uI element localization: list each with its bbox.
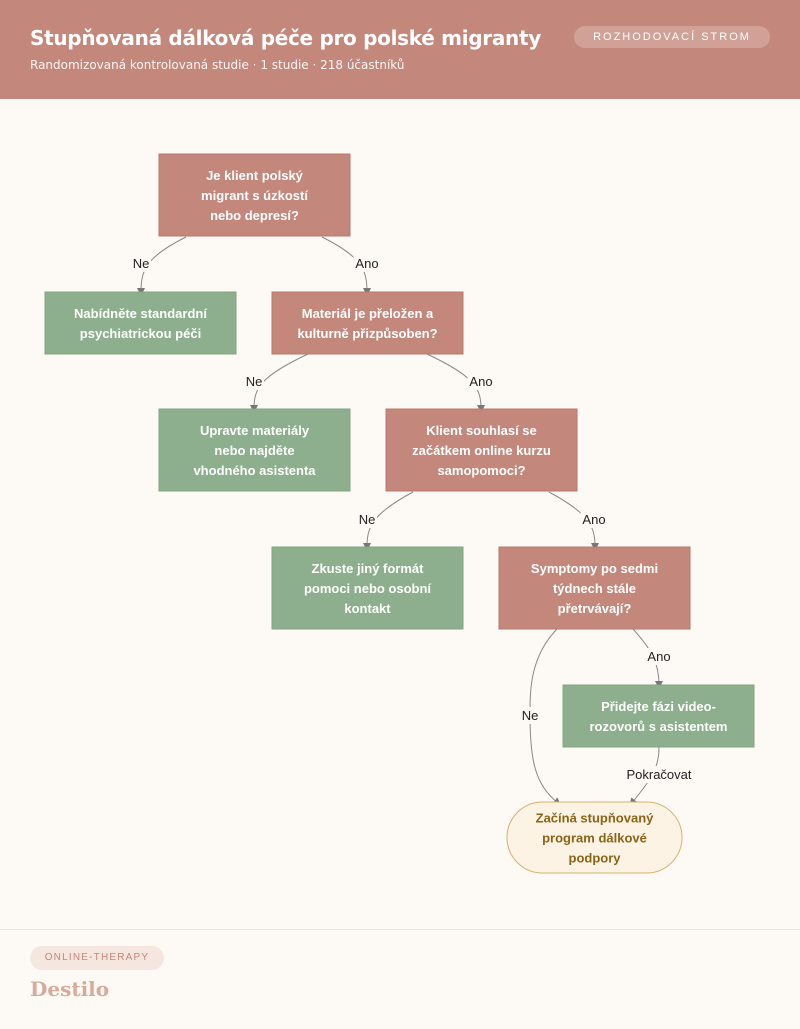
node-shape xyxy=(498,546,691,630)
decision-node-q2: Materiál je přeložen a kulturně přizpůsob… xyxy=(271,291,464,355)
edge-label-background xyxy=(131,255,151,272)
edge-label: Pokračovat xyxy=(626,767,691,782)
node-label-line: vhodného asistenta xyxy=(193,463,316,478)
action-node-a4: Přidejte fázi video-rozovorů s asistente… xyxy=(562,684,755,748)
edge-label-background xyxy=(244,373,264,390)
edge-label: Ano xyxy=(647,649,670,664)
node-label-line: migrant s úzkostí xyxy=(201,188,308,203)
node-label-line: Symptomy po sedmi xyxy=(531,561,658,576)
node-label-line: kulturně přizpůsoben? xyxy=(297,326,437,341)
terminal-node-t1: Začíná stupňovaný program dálkové podpory xyxy=(506,801,683,874)
footer-divider xyxy=(0,929,800,930)
page-title: Stupňovaná dálková péče pro polské migra… xyxy=(30,26,541,50)
node-shape xyxy=(271,291,464,355)
action-node-a2: Upravte materiály nebo najděte vhodného as… xyxy=(158,408,351,492)
node-shape xyxy=(562,684,755,748)
node-label-line: začátkem online kurzu xyxy=(412,443,551,458)
brand-logo: Destilo xyxy=(30,977,110,1001)
nodes-layer: Je klient polský migrant s úzkostí nebo de… xyxy=(44,153,755,874)
edge-label: Ne xyxy=(359,512,376,527)
header: Stupňovaná dálková péče pro polské migra… xyxy=(0,0,800,99)
node-shape xyxy=(158,408,351,492)
node-label-line: pomoci nebo osobní xyxy=(304,581,431,596)
edge-label: Ne xyxy=(246,374,263,389)
edge-label: Ne xyxy=(133,256,150,271)
edge-label-background xyxy=(645,648,673,665)
node-label-line: samopomoci? xyxy=(437,463,525,478)
edge-label: Ano xyxy=(582,512,605,527)
edge-label-background xyxy=(580,511,608,528)
decision-node-q4: Symptomy po sedmi týdnech stále přetrvávaj… xyxy=(498,546,691,630)
node-label-line: Klient souhlasí se xyxy=(426,423,537,438)
diagram-type-badge: ROZHODOVACÍ STROM xyxy=(574,26,770,48)
node-shape xyxy=(385,408,578,492)
node-label-line: Upravte materiály xyxy=(200,423,310,438)
node-label-line: nebo depresí? xyxy=(210,208,299,223)
page-subtitle: Randomizovaná kontrolovaná studie · 1 st… xyxy=(30,58,405,72)
node-shape xyxy=(506,801,683,874)
edge-label-background xyxy=(621,766,697,783)
node-label-line: program dálkové xyxy=(542,831,647,846)
node-label-line: přetrvávají? xyxy=(558,601,632,616)
node-label-line: podpory xyxy=(569,851,622,866)
edge-label-background xyxy=(353,255,381,272)
node-label-line: rozovorů s asistentem xyxy=(590,719,728,734)
node-label-line: kontakt xyxy=(344,601,391,616)
node-label-line: Materiál je přeložen a xyxy=(302,306,434,321)
node-shape xyxy=(271,546,464,630)
node-label-line: psychiatrickou péči xyxy=(80,326,201,341)
edge-label: Ano xyxy=(469,374,492,389)
edge-label: Ne xyxy=(522,708,539,723)
topic-tag[interactable]: ONLINE-THERAPY xyxy=(30,946,164,970)
node-label-line: Zkuste jiný formát xyxy=(312,561,425,576)
edge-label-background xyxy=(467,373,495,390)
decision-node-q1: Je klient polský migrant s úzkostí nebo de… xyxy=(158,153,351,237)
decision-node-q3: Klient souhlasí se začátkem online kurzu s… xyxy=(385,408,578,492)
action-node-a3: Zkuste jiný formát pomoci nebo osobní kont… xyxy=(271,546,464,630)
node-label-line: Začíná stupňovaný xyxy=(536,811,655,826)
node-shape xyxy=(44,291,237,355)
node-label-line: Přidejte fázi video- xyxy=(601,699,716,714)
node-label-line: Je klient polský xyxy=(206,168,304,183)
node-label-line: nebo najděte xyxy=(214,443,294,458)
node-label-line: Nabídněte standardní xyxy=(74,306,207,321)
edge-label: Ano xyxy=(355,256,378,271)
action-node-a1: Nabídněte standardní psychiatrickou péči xyxy=(44,291,237,355)
node-label-line: týdnech stále xyxy=(553,581,636,596)
edge-label-background xyxy=(520,707,540,724)
edge-label-background xyxy=(357,511,377,528)
node-shape xyxy=(158,153,351,237)
